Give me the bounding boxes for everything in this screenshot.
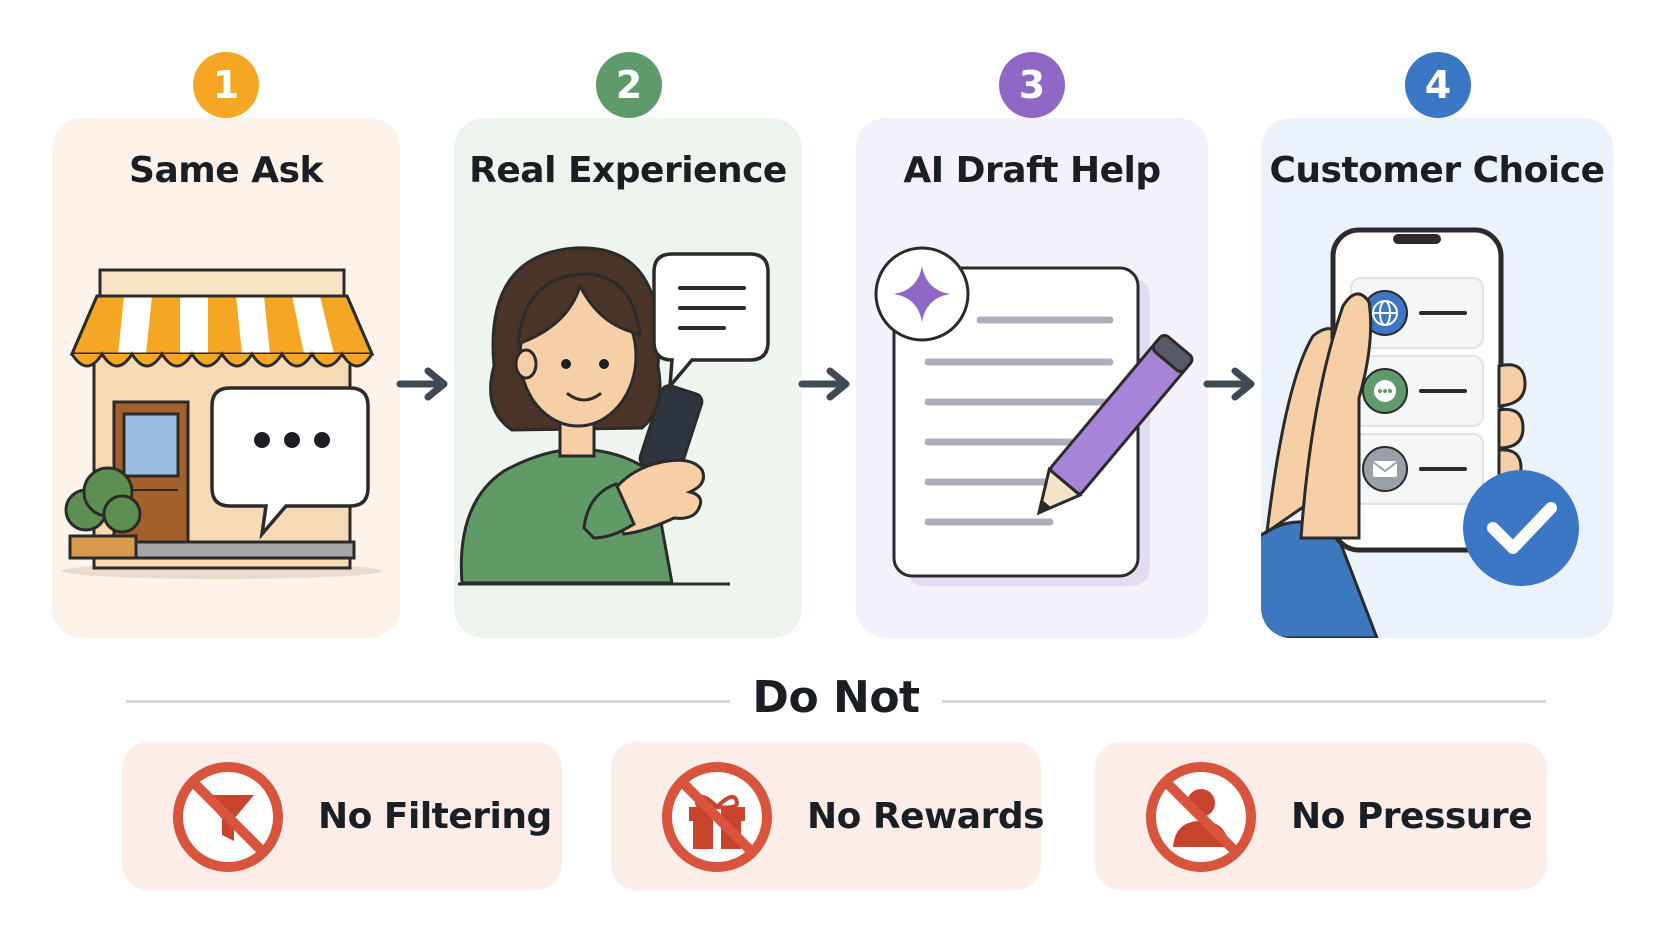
step-1-badge: 1 xyxy=(193,52,259,118)
step-2-title: Real Experience xyxy=(469,150,787,191)
do-not-heading: Do Not xyxy=(752,672,920,723)
divider-left xyxy=(126,700,730,703)
woman-using-phone-icon xyxy=(458,246,770,586)
arrow-right-icon xyxy=(1203,367,1255,401)
rule-card-no-filtering: No Filtering xyxy=(122,742,562,890)
rule-card-no-pressure: No Pressure xyxy=(1095,742,1547,890)
step-3-badge: 3 xyxy=(999,52,1065,118)
rule-label-no-rewards: No Rewards xyxy=(807,795,1045,837)
arrow-right-icon xyxy=(798,367,850,401)
prohibited-filter-icon xyxy=(173,762,283,872)
rule-card-no-rewards: No Rewards xyxy=(611,742,1045,890)
divider-right xyxy=(942,700,1546,703)
step-2-card: Real Experience xyxy=(454,118,802,638)
step-1-title: Same Ask xyxy=(129,150,323,191)
rule-label-no-pressure: No Pressure xyxy=(1291,795,1533,837)
prohibited-person-icon xyxy=(1146,762,1256,872)
step-3-title: AI Draft Help xyxy=(903,150,1161,191)
arrow-right-icon xyxy=(396,367,448,401)
prohibited-gift-icon xyxy=(662,762,772,872)
step-4-card: Customer Choice xyxy=(1261,118,1613,638)
step-4-badge: 4 xyxy=(1405,52,1471,118)
step-1-card: Same Ask xyxy=(52,118,400,638)
rule-label-no-filtering: No Filtering xyxy=(318,795,552,837)
step-2-badge: 2 xyxy=(596,52,662,118)
step-3-card: AI Draft Help xyxy=(856,118,1208,638)
ai-draft-document-icon xyxy=(874,246,1194,586)
storefront-icon xyxy=(62,268,382,579)
step-4-title: Customer Choice xyxy=(1269,150,1605,191)
hand-holding-phone-icon xyxy=(1261,227,1579,638)
